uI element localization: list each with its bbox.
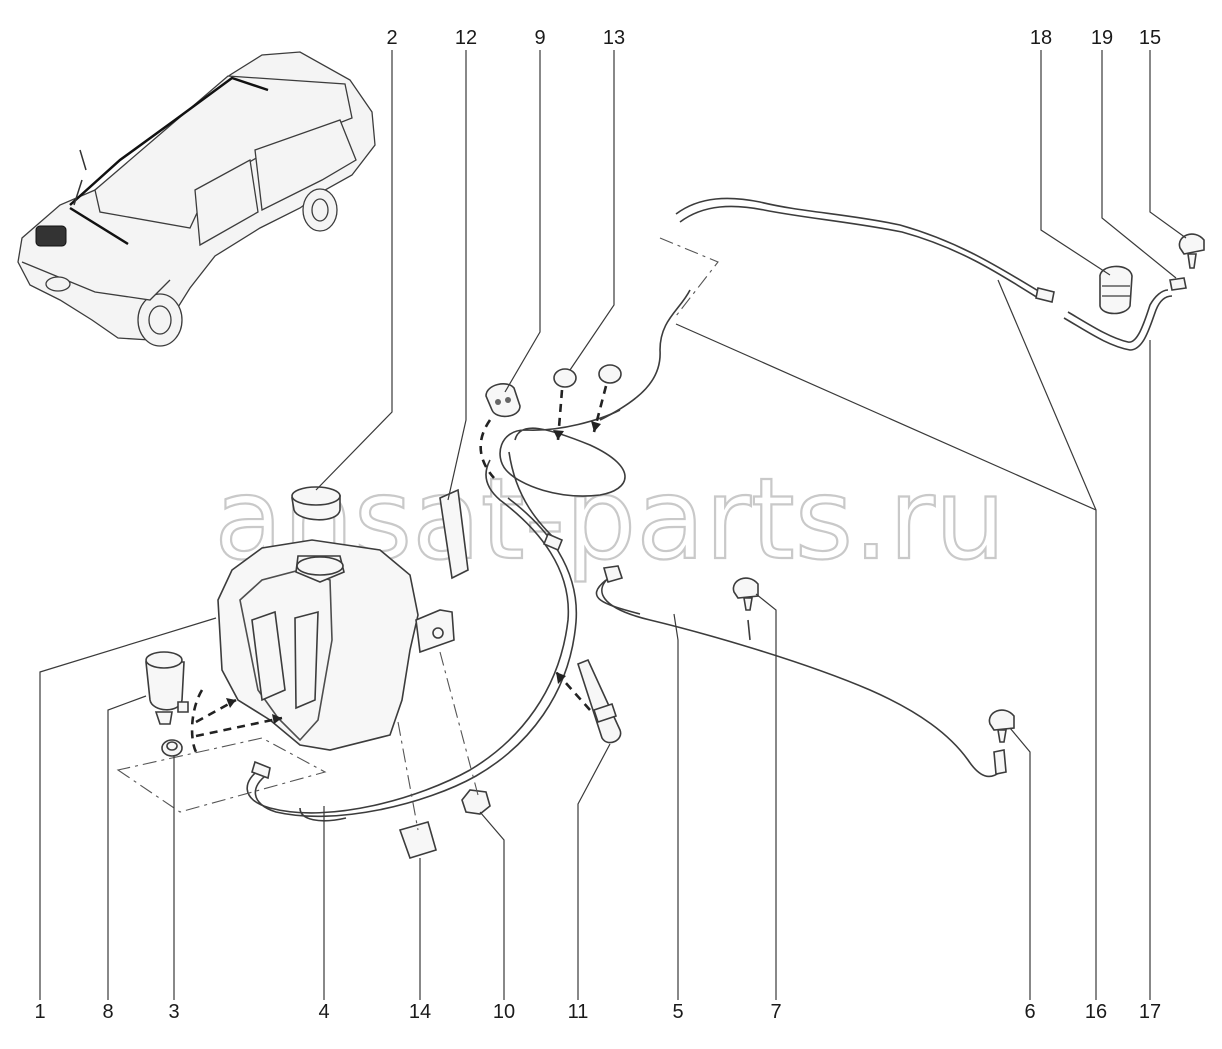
callout-4: 4 bbox=[318, 1001, 329, 1023]
leader-lines bbox=[39, 50, 1187, 1000]
car-overview-illustration bbox=[17, 51, 376, 347]
hose-grommet bbox=[485, 383, 521, 418]
rear-hose-assembly bbox=[595, 565, 1007, 778]
hose-plug bbox=[598, 364, 622, 384]
callout-7: 7 bbox=[770, 1001, 781, 1023]
washer-pump bbox=[145, 651, 189, 725]
rear-washer-hose bbox=[599, 197, 1055, 421]
reservoir-cap bbox=[291, 486, 341, 521]
reference-lines bbox=[116, 237, 719, 831]
callout-5: 5 bbox=[672, 1001, 683, 1023]
washer-reservoir bbox=[217, 539, 455, 751]
callout-labels: 2 12 9 13 18 19 15 1 8 3 4 14 10 11 5 7 … bbox=[34, 27, 1161, 1023]
callout-17: 17 bbox=[1139, 1001, 1161, 1023]
callout-2: 2 bbox=[386, 27, 397, 49]
rear-washer-nozzle bbox=[1178, 233, 1205, 269]
fastener-nut bbox=[461, 789, 491, 815]
rear-nozzle-hose bbox=[1063, 289, 1173, 351]
callout-12: 12 bbox=[455, 27, 477, 49]
callout-18: 18 bbox=[1030, 27, 1052, 49]
callout-13: 13 bbox=[603, 27, 625, 49]
reservoir-gasket bbox=[439, 488, 469, 580]
washer-nozzle-front bbox=[732, 577, 759, 611]
assembly-arrows bbox=[190, 385, 608, 753]
callout-15: 15 bbox=[1139, 27, 1161, 49]
hose-clip bbox=[577, 658, 622, 744]
callout-19: 19 bbox=[1091, 27, 1113, 49]
adhesive-pad bbox=[398, 821, 437, 859]
callout-1: 1 bbox=[34, 1001, 45, 1023]
callout-3: 3 bbox=[168, 1001, 179, 1023]
callout-9: 9 bbox=[534, 27, 545, 49]
hose-connector bbox=[1169, 277, 1187, 291]
pump-grommet bbox=[161, 739, 183, 757]
hose-grommet-rear bbox=[1099, 265, 1133, 315]
windshield-hose-loop bbox=[499, 409, 626, 552]
hose-plug-small bbox=[553, 368, 577, 388]
callout-6: 6 bbox=[1024, 1001, 1035, 1023]
callout-8: 8 bbox=[102, 1001, 113, 1023]
callout-16: 16 bbox=[1085, 1001, 1107, 1023]
callout-11: 11 bbox=[568, 1001, 589, 1023]
callout-10: 10 bbox=[493, 1001, 515, 1023]
callout-14: 14 bbox=[409, 1001, 431, 1023]
front-hose bbox=[246, 459, 578, 822]
washer-nozzle-side bbox=[988, 709, 1015, 743]
